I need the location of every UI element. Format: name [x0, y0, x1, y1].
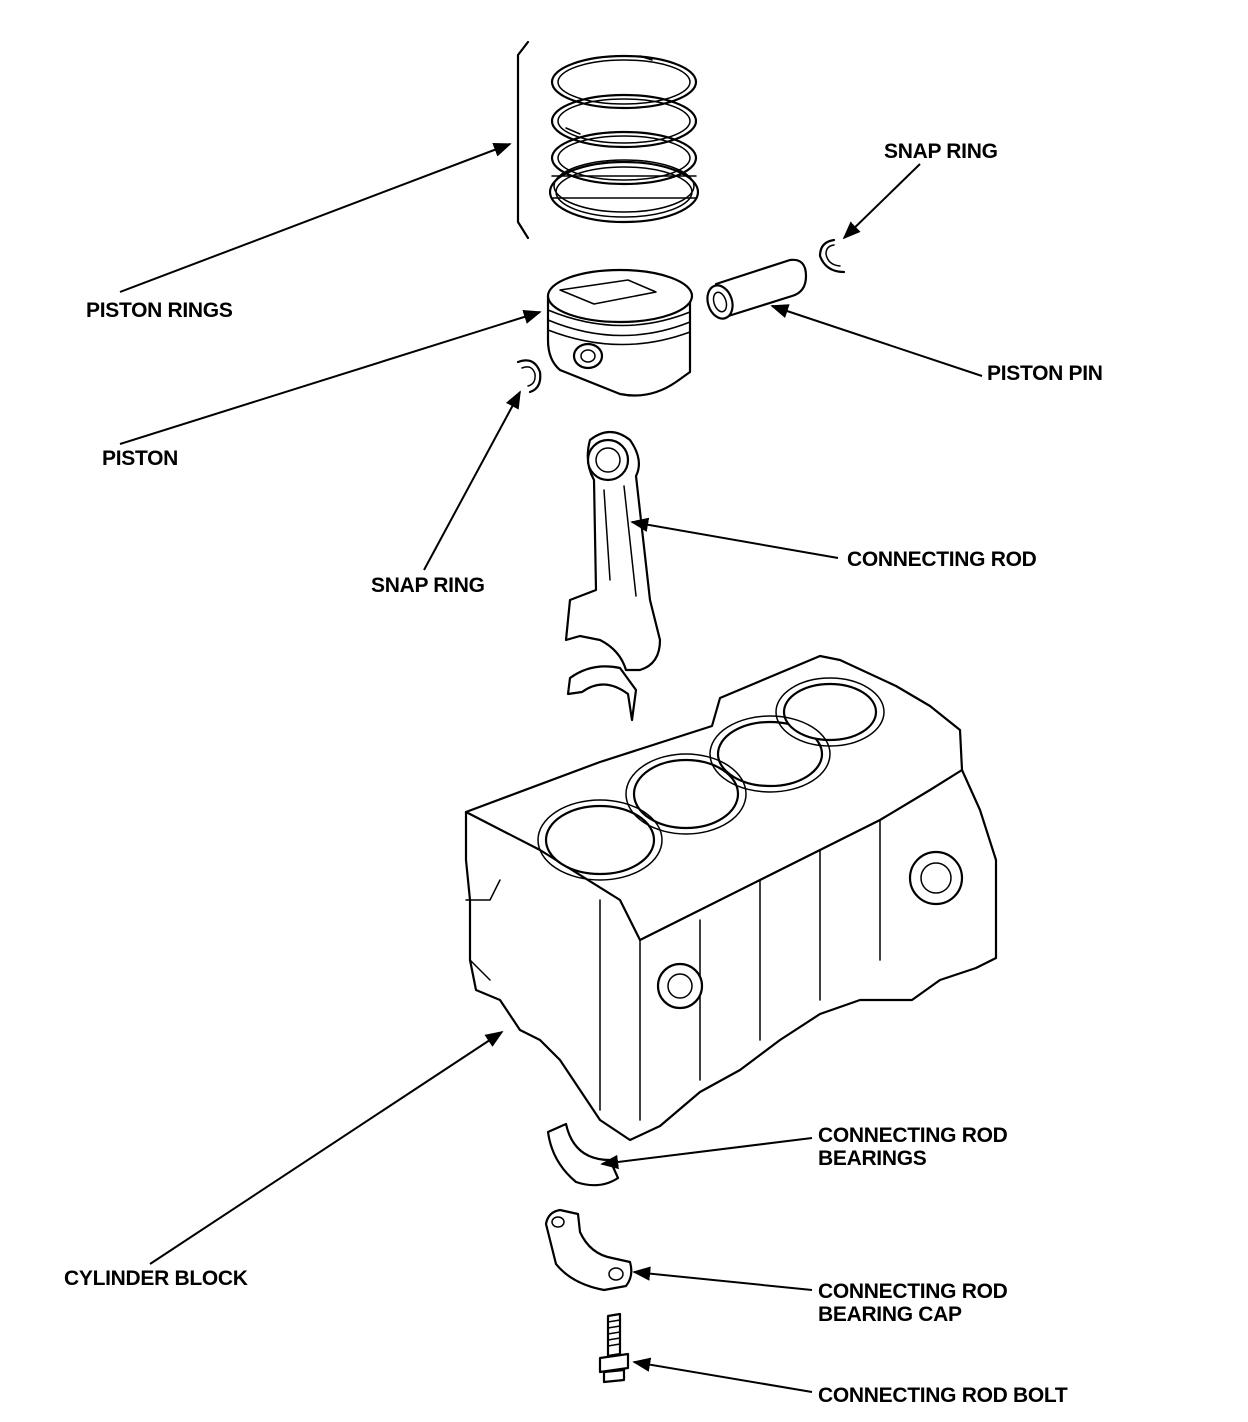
label-connecting-rod-bearings-line1: CONNECTING ROD	[818, 1124, 1008, 1147]
label-connecting-rod: CONNECTING ROD	[847, 548, 1037, 571]
label-cylinder-block: CYLINDER BLOCK	[64, 1267, 248, 1290]
upper-rod-bearing-illustration	[566, 665, 638, 722]
piston-rings-bracket	[516, 40, 530, 240]
label-piston-rings: PISTON RINGS	[86, 299, 233, 322]
label-piston: PISTON	[102, 447, 178, 470]
label-connecting-rod-bearings-line2: BEARINGS	[818, 1147, 927, 1170]
snap-ring-top-illustration	[818, 238, 846, 274]
lower-rod-bearing-illustration	[546, 1122, 620, 1187]
label-connecting-rod-bolt: CONNECTING ROD BOLT	[818, 1384, 1068, 1407]
connecting-rod-bolt-illustration	[598, 1312, 630, 1384]
piston-rings-illustration	[548, 54, 700, 224]
label-bearing-cap-line1: CONNECTING ROD	[818, 1280, 1008, 1303]
label-bearing-cap: CONNECTING ROD BEARING CAP	[818, 1280, 1008, 1326]
label-snap-ring-top: SNAP RING	[884, 140, 998, 163]
leader-lines	[119, 143, 983, 1393]
cylinder-block-illustration	[464, 654, 998, 1142]
label-piston-pin: PISTON PIN	[987, 362, 1103, 385]
snap-ring-left-illustration	[516, 359, 542, 394]
label-snap-ring-left: SNAP RING	[371, 574, 485, 597]
label-bearing-cap-line2: BEARING CAP	[818, 1303, 962, 1326]
bearing-cap-illustration	[544, 1208, 633, 1292]
piston-illustration	[546, 268, 694, 397]
connecting-rod-illustration	[564, 430, 662, 672]
piston-pin-illustration	[706, 258, 808, 320]
label-connecting-rod-bearings: CONNECTING ROD BEARINGS	[818, 1124, 1008, 1170]
